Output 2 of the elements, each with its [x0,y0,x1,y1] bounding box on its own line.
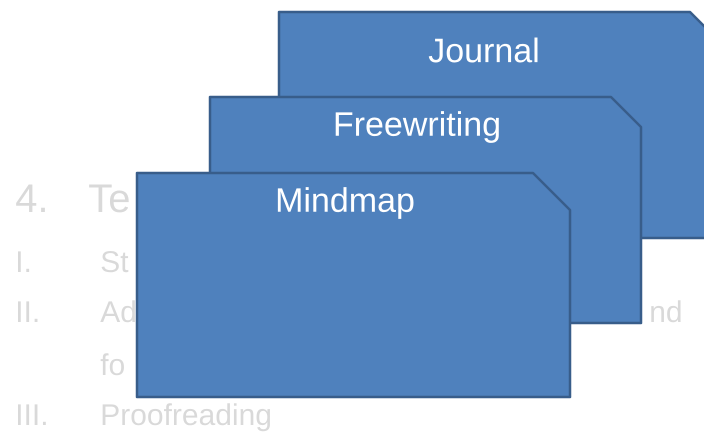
folder-card: Mindmap [136,172,572,398]
node-label: Journal [428,38,538,62]
